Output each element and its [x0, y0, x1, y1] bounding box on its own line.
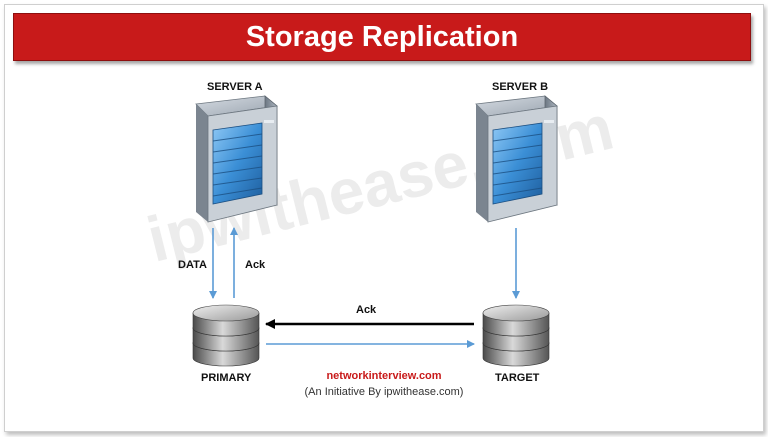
server-a-icon — [195, 95, 278, 223]
ack-up-label: Ack — [245, 259, 266, 271]
server-b-label: SERVER B — [492, 81, 549, 93]
primary-storage-icon — [192, 304, 260, 367]
server-a-label: SERVER A — [207, 81, 263, 93]
server-b-icon — [475, 95, 558, 223]
target-storage-icon — [482, 304, 550, 367]
primary-label: PRIMARY — [201, 372, 252, 384]
data-arrow-label: DATA — [178, 259, 207, 271]
footer-note: (An Initiative By ipwithease.com) — [304, 386, 464, 398]
footer-site: networkinterview.com — [326, 370, 442, 382]
title-banner: Storage Replication — [13, 13, 751, 61]
target-label: TARGET — [495, 372, 540, 384]
diagram-frame — [4, 4, 764, 432]
ack-back-label: Ack — [356, 304, 377, 316]
page-title: Storage Replication — [245, 21, 519, 53]
